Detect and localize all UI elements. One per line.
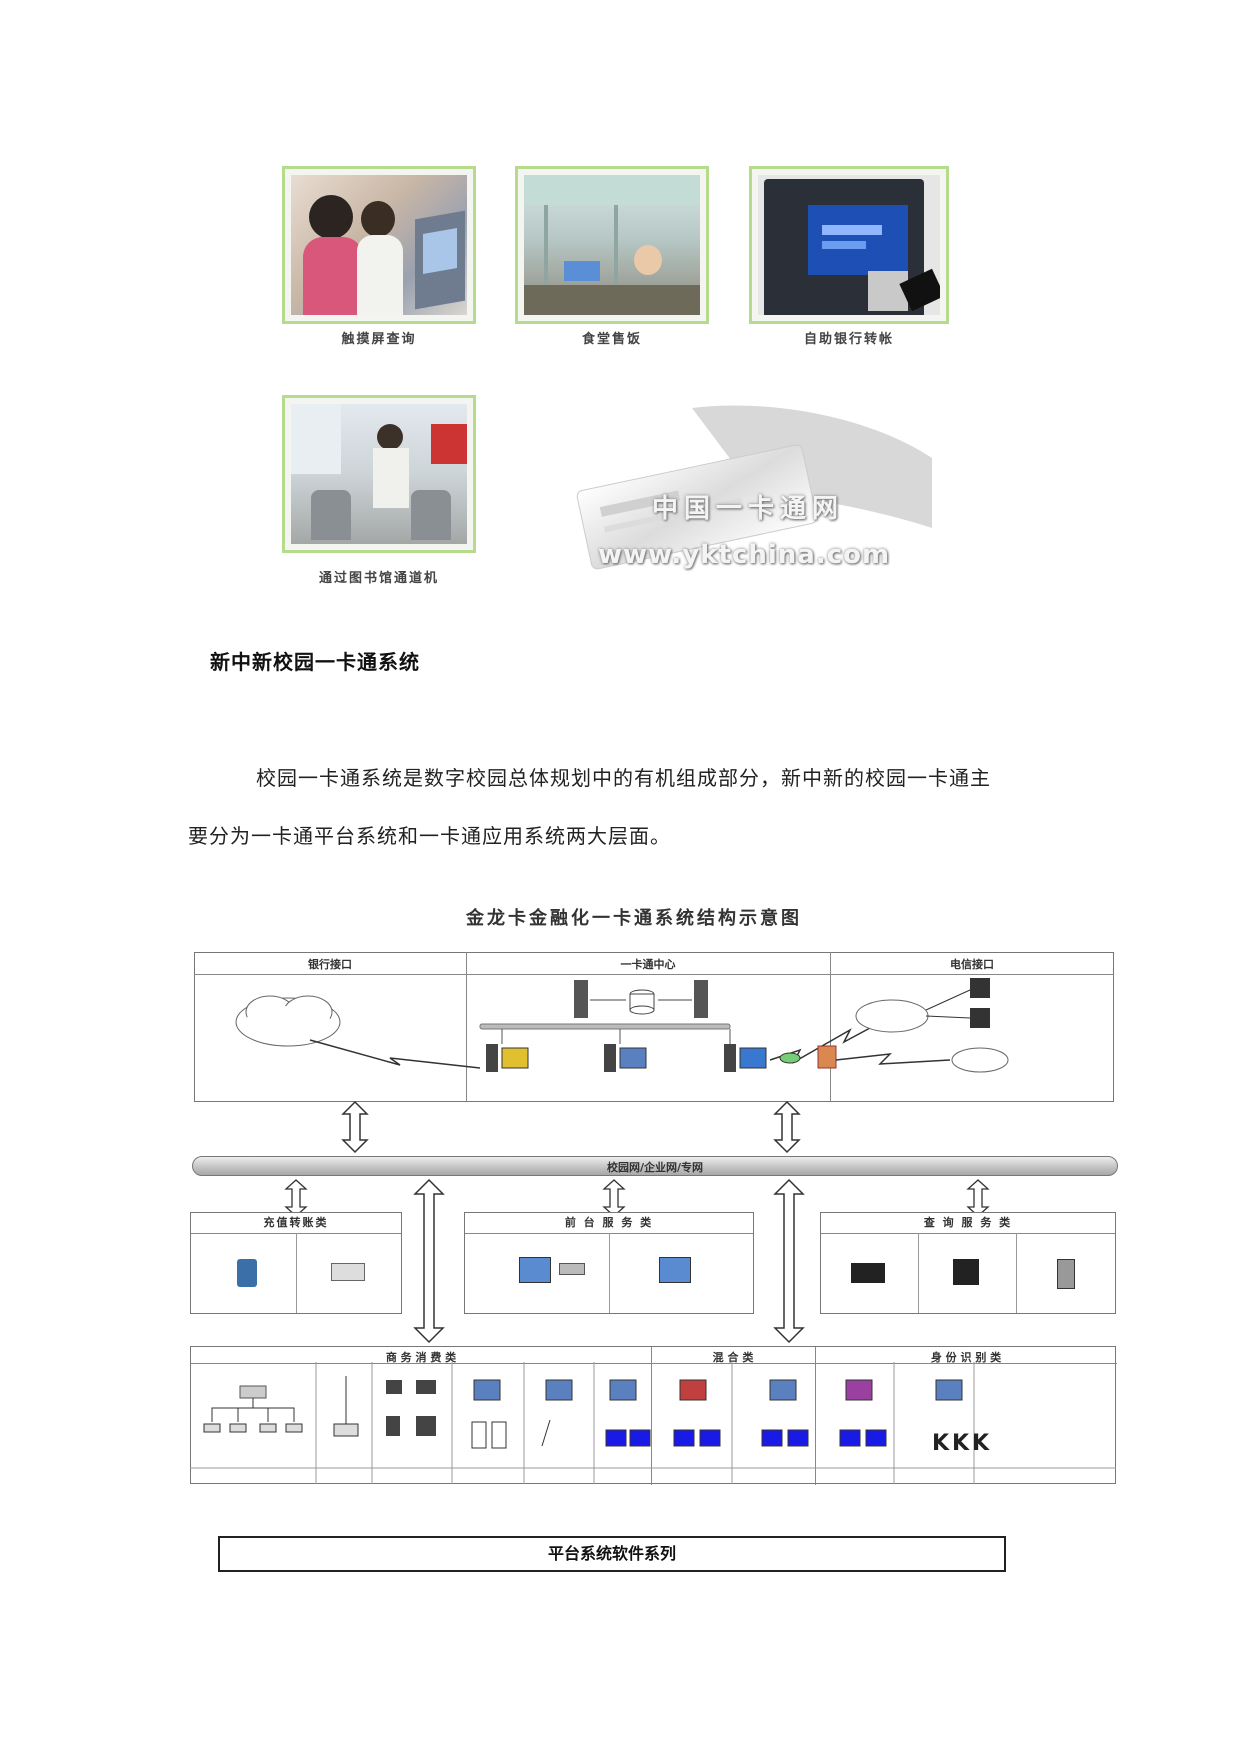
bank-interface-label: 银行接口: [308, 958, 352, 971]
photo-caption: 食堂售饭: [581, 332, 642, 347]
long-double-arrow: [773, 1178, 805, 1344]
section-heading: 新中新校园一卡通系统: [210, 650, 420, 674]
photo-touchscreen-query: [282, 166, 476, 324]
front-desk-service-panel: 前 台 服 务 类: [464, 1212, 754, 1314]
card-center-label: 一卡通中心: [620, 958, 676, 971]
paragraph-line-2: 要分为一卡通平台系统和一卡通应用系统两大层面。: [188, 824, 671, 848]
watermark-text: 中国一卡通网: [652, 494, 845, 524]
svg-text:K: K: [932, 1431, 950, 1456]
platform-software-series-box: 平台系统软件系列: [218, 1536, 1006, 1572]
double-arrow: [773, 1100, 801, 1154]
photo-caption: 通过图书馆通道机: [318, 571, 439, 586]
telecom-interface-label: 电信接口: [950, 958, 994, 971]
long-double-arrow: [413, 1178, 445, 1344]
application-systems-graphics: K K K: [190, 1362, 1116, 1484]
photo-caption: 自助银行转帐: [803, 332, 894, 347]
photo-library-gate: [282, 395, 476, 553]
recharge-transfer-panel: 充值转账类: [190, 1212, 402, 1314]
top-panel-graphics: [235, 978, 1009, 1073]
paragraph-line-1: 校园一卡通系统是数字校园总体规划中的有机组成部分，新中新的校园一卡通主: [256, 766, 991, 790]
watermark-url: www.yktchina.com: [598, 540, 891, 570]
campus-network-bar: [192, 1156, 1118, 1176]
photo-self-service-bank: [749, 166, 949, 324]
application-systems-panel: 商 务 消 费 类 混 合 类 身 份 识 别 类: [190, 1346, 1117, 1485]
query-service-panel: 查 询 服 务 类: [820, 1212, 1116, 1314]
network-bar-label: 校园网/企业网/专网: [606, 1161, 704, 1174]
identity-recognition-label: 身 份 识 别 类: [930, 1351, 1002, 1364]
svg-text:K: K: [952, 1431, 970, 1456]
photo-caption: 触摸屏查询: [341, 332, 417, 347]
diagram-title: 金龙卡金融化一卡通系统结构示意图: [466, 908, 802, 929]
double-arrow: [341, 1100, 369, 1154]
hybrid-label: 混 合 类: [712, 1351, 754, 1364]
system-architecture-diagram: 银行接口 一卡通中心 电信接口: [190, 950, 1120, 1510]
card-swipe-watermark-image: 中国一卡通网 www.yktchina.com: [572, 398, 942, 588]
svg-text:K: K: [972, 1431, 990, 1456]
commerce-consumption-label: 商 务 消 费 类: [385, 1351, 457, 1364]
photo-canteen: [515, 166, 709, 324]
